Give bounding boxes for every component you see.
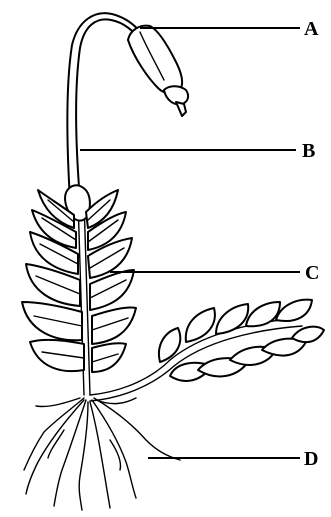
label-d: D	[304, 448, 318, 470]
capsule	[128, 26, 188, 116]
rhizoids	[24, 398, 180, 510]
label-b: B	[302, 140, 315, 162]
label-c: C	[305, 262, 319, 284]
label-a: A	[304, 18, 319, 40]
labels: A B C D	[302, 18, 319, 470]
leafy-stem	[22, 185, 136, 395]
